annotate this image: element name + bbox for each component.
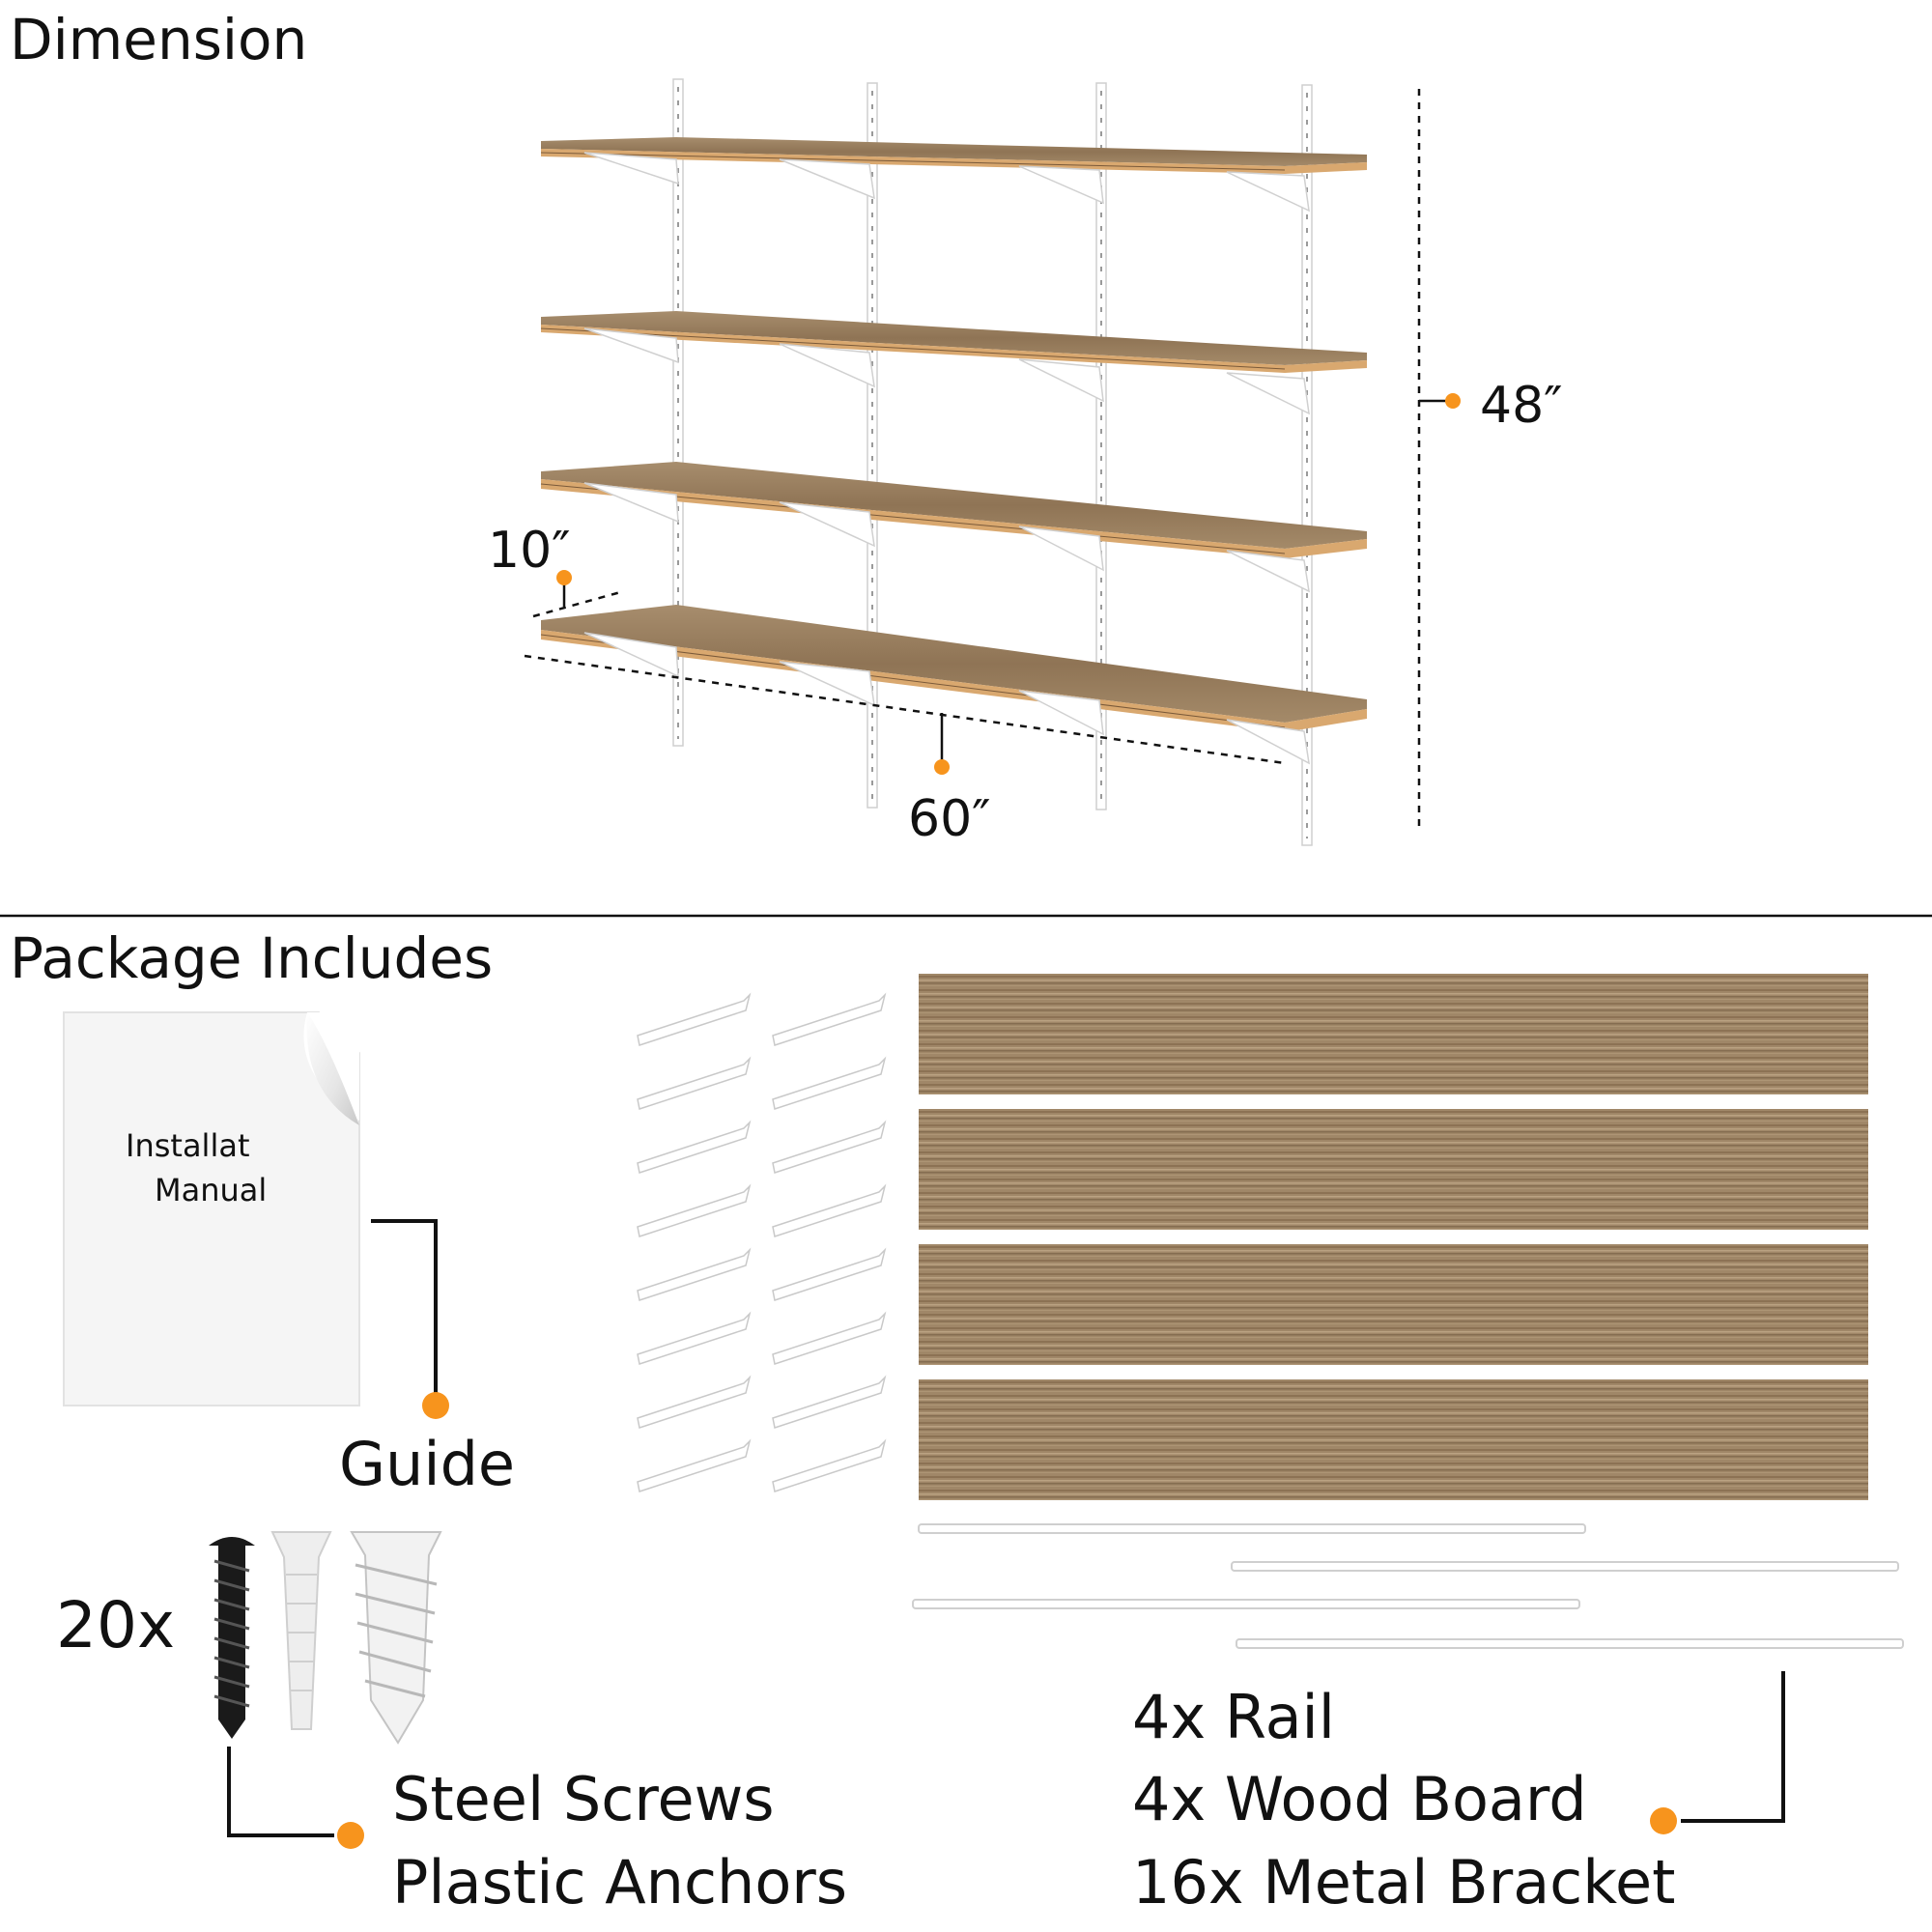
dimension-lines <box>524 89 1451 833</box>
drywall-anchor-icon <box>350 1531 442 1745</box>
rail <box>1236 1638 1904 1649</box>
wood-board <box>919 1244 1868 1365</box>
wood-board <box>919 974 1868 1094</box>
rail <box>918 1523 1586 1534</box>
wall-rails <box>672 78 1313 846</box>
bracket-icon <box>637 1311 752 1365</box>
dimension-title: Dimension <box>10 7 308 72</box>
width-marker-dot <box>934 759 950 775</box>
bracket-icon <box>772 992 887 1046</box>
screws-count: 20x <box>56 1588 176 1662</box>
bracket-icon <box>772 1438 887 1492</box>
manual-title-line1: Installat <box>126 1127 250 1164</box>
installation-manual <box>63 1011 360 1406</box>
anchors-label: Plastic Anchors <box>392 1847 848 1918</box>
depth-marker-dot <box>556 570 572 585</box>
bracket-icon <box>637 992 752 1046</box>
rail <box>1231 1561 1899 1572</box>
shelf-board <box>540 311 1367 373</box>
height-marker-dot <box>1445 393 1461 409</box>
package-title: Package Includes <box>10 925 494 991</box>
screws-marker-dot <box>337 1822 364 1849</box>
depth-label: 10″ <box>488 522 571 580</box>
wood-boards <box>919 974 1868 1500</box>
bracket-icon <box>772 1311 887 1365</box>
guide-marker-dot <box>422 1392 449 1419</box>
height-label: 48″ <box>1480 377 1563 435</box>
contents-leader <box>1650 1671 1785 1834</box>
screws-label: Steel Screws <box>392 1764 775 1834</box>
guide-leader <box>371 1219 449 1419</box>
bracket-icon <box>637 1438 752 1492</box>
contents-rail: 4x Rail <box>1132 1682 1336 1752</box>
contents-marker-dot <box>1650 1807 1677 1834</box>
bracket-icon <box>772 1056 887 1110</box>
bracket-icon <box>637 1183 752 1237</box>
bracket-icon <box>637 1120 752 1174</box>
shelf-brackets <box>583 152 1310 765</box>
rails <box>912 1523 1904 1649</box>
shelf-board <box>540 137 1367 174</box>
screws-leader <box>227 1747 364 1849</box>
bracket-icon <box>772 1247 887 1301</box>
bracket-icon <box>637 1375 752 1429</box>
width-label: 60″ <box>908 790 991 848</box>
bracket-icon <box>637 1056 752 1110</box>
steel-screw-icon <box>209 1537 255 1739</box>
manual-title-line2: Manual <box>155 1172 268 1208</box>
wood-board <box>919 1109 1868 1230</box>
bracket-icon <box>772 1120 887 1174</box>
guide-label: Guide <box>339 1429 516 1499</box>
wood-board <box>919 1379 1868 1500</box>
contents-wood-board: 4x Wood Board <box>1132 1764 1587 1834</box>
bracket-icon <box>637 1247 752 1301</box>
bracket-icon <box>772 1375 887 1429</box>
plastic-anchor-icon <box>270 1531 332 1730</box>
contents-metal-bracket: 16x Metal Bracket <box>1132 1847 1676 1918</box>
bracket-icon <box>772 1183 887 1237</box>
metal-brackets <box>637 992 887 1492</box>
rail <box>912 1599 1580 1609</box>
dimension-markers <box>556 393 1461 775</box>
